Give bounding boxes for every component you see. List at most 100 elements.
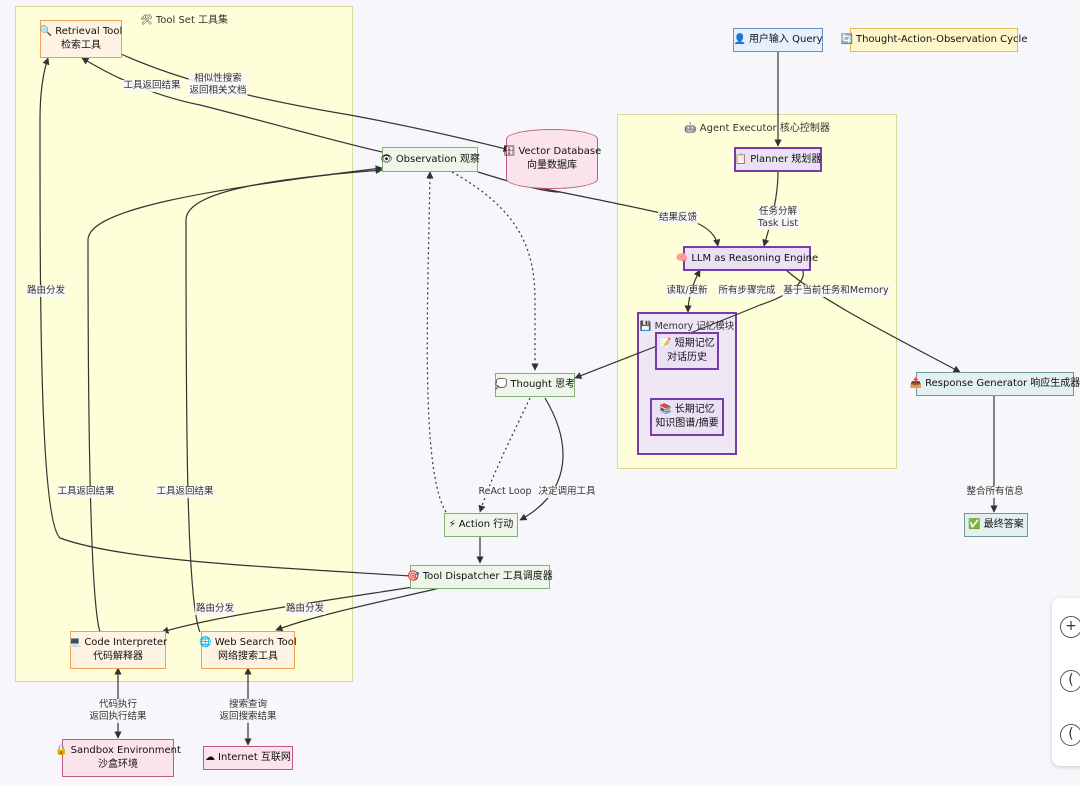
- node-tool-dispatcher[interactable]: 🎯Tool Dispatcher 工具调度器: [407, 565, 553, 589]
- edge-label-integrate: 整合所有信息: [965, 486, 1025, 498]
- shortmem-line2: 对话历史: [667, 352, 707, 363]
- edge-action-observation: [426, 171, 447, 513]
- eye-icon: 👁: [380, 153, 393, 165]
- edge-label-result-feedback: 结果反馈: [657, 212, 699, 224]
- zoom-controls: + ( (: [1052, 598, 1080, 766]
- user-icon: 👤: [733, 34, 746, 45]
- observation-label: Observation 观察: [395, 153, 480, 165]
- query-label: 用户输入 Query: [748, 34, 823, 45]
- shortmem-line1: 短期记忆: [674, 338, 715, 349]
- clipboard-icon: 📋: [734, 153, 748, 165]
- edge-label-tool-return-3: 工具返回结果: [155, 486, 215, 498]
- node-web-search-tool[interactable]: 🌐Web Search Tool 网络搜索工具: [199, 631, 297, 669]
- edge-dispatcher-websearch: [275, 587, 441, 632]
- dispatcher-label: Tool Dispatcher 工具调度器: [422, 571, 553, 582]
- robot-icon: 🤖: [684, 123, 697, 134]
- zoom-in-button[interactable]: +: [1060, 616, 1080, 638]
- edge-code-observation: [87, 165, 383, 633]
- edge-dispatcher-retrieval: [39, 57, 411, 577]
- edge-label-read-update: 读取/更新: [665, 285, 709, 297]
- subgraph-memory-title: Memory 记忆模块: [654, 321, 735, 332]
- node-sandbox[interactable]: 🔒Sandbox Environment 沙盒环境: [55, 739, 181, 777]
- edge-label-code-exec: 代码执行 返回执行结果: [88, 699, 148, 723]
- sandbox-line2: 沙盒环境: [98, 759, 138, 770]
- edge-label-decide-tool: 决定调用工具: [537, 486, 597, 498]
- vectordb-line2: 向量数据库: [527, 160, 577, 171]
- node-llm-engine[interactable]: 🧠LLM as Reasoning Engine: [676, 246, 818, 271]
- thought-bubble-icon: 💭: [494, 379, 508, 390]
- node-action[interactable]: ⚡Action 行动: [444, 513, 518, 537]
- cycle-icon: 🔄: [840, 34, 853, 45]
- edge-thought-action-decide: [519, 397, 564, 521]
- retrieval-line1: Retrieval Tool: [55, 26, 123, 37]
- books-icon: 📚: [659, 404, 672, 415]
- edge-llm-thought: [574, 257, 804, 379]
- edge-dispatcher-code: [161, 585, 421, 634]
- laptop-icon: 💻: [68, 637, 82, 648]
- edge-websearch-observation: [185, 166, 383, 633]
- node-internet[interactable]: ☁Internet 互联网: [203, 746, 293, 770]
- edge-label-similarity: 相似性搜索 返回相关文档: [188, 73, 248, 97]
- edge-observation-retrieval: [81, 57, 383, 153]
- subgraph-tool-set-title: Tool Set 工具集: [155, 15, 229, 26]
- target-icon: 🎯: [407, 571, 420, 582]
- globe-icon: 🌐: [199, 637, 212, 648]
- llm-label: LLM as Reasoning Engine: [691, 252, 819, 264]
- edge-label-all-done: 所有步骤完成: [717, 285, 777, 297]
- edge-label-tool-return-1: 工具返回结果: [122, 80, 182, 92]
- node-user-query[interactable]: 👤用户输入 Query: [733, 28, 823, 52]
- edge-observation-thought: [451, 171, 539, 371]
- magnifier-icon: 🔍: [39, 26, 53, 37]
- node-response-generator[interactable]: 📤Response Generator 响应生成器: [910, 372, 1080, 396]
- edge-thought-action-loop: [478, 397, 531, 513]
- planner-label: Planner 规划器: [750, 153, 822, 165]
- subgraph-agent-executor-title: Agent Executor 核心控制器: [699, 123, 830, 134]
- node-cycle-legend[interactable]: 🔄Thought-Action-Observation Cycle: [841, 28, 1027, 52]
- node-vector-database[interactable]: 🗄Vector Database 向量数据库: [502, 129, 602, 189]
- edge-label-task-split: 任务分解 Task List: [756, 206, 800, 230]
- edge-label-tool-return-2: 工具返回结果: [56, 486, 116, 498]
- longmem-line2: 知识图谱/摘要: [655, 418, 719, 429]
- edge-label-react-loop: ReAct Loop: [477, 486, 533, 498]
- node-thought[interactable]: 💭Thought 思考: [495, 373, 575, 397]
- node-planner[interactable]: 📋Planner 规划器: [734, 147, 822, 172]
- edge-label-route-1: 路由分发: [25, 285, 67, 297]
- websearch-line2: 网络搜索工具: [218, 651, 278, 662]
- longmem-line1: 长期记忆: [674, 404, 715, 415]
- cycle-label: Thought-Action-Observation Cycle: [855, 34, 1028, 45]
- node-code-interpreter[interactable]: 💻Code Interpreter 代码解释器: [68, 631, 168, 669]
- edge-label-route-2: 路由分发: [194, 603, 236, 615]
- node-long-term-memory[interactable]: 📚长期记忆 知识图谱/摘要: [650, 398, 724, 436]
- thought-label: Thought 思考: [510, 379, 576, 390]
- wrench-icon: 🛠: [139, 15, 153, 26]
- sandbox-line1: Sandbox Environment: [70, 745, 181, 756]
- database-icon: 🗄: [502, 146, 516, 157]
- edge-retrieval-vectordb: [99, 43, 511, 152]
- node-final-answer[interactable]: ✅最终答案: [964, 513, 1028, 537]
- code-line2: 代码解释器: [93, 651, 143, 662]
- zoom-out-button[interactable]: (: [1060, 724, 1080, 746]
- outbox-icon: 📤: [909, 378, 923, 389]
- lock-icon: 🔒: [55, 745, 68, 756]
- memo-icon: 📝: [659, 338, 672, 349]
- node-short-term-memory[interactable]: 📝短期记忆 对话历史: [655, 332, 719, 370]
- code-line1: Code Interpreter: [84, 637, 168, 648]
- edge-label-based-on: 基于当前任务和Memory: [782, 285, 890, 297]
- fit-view-button[interactable]: (: [1060, 670, 1080, 692]
- lightning-icon: ⚡: [448, 519, 456, 530]
- floppy-icon: 💾: [639, 321, 652, 332]
- check-icon: ✅: [968, 519, 981, 530]
- internet-label: Internet 互联网: [218, 752, 291, 763]
- vectordb-line1: Vector Database: [518, 146, 602, 157]
- websearch-line1: Web Search Tool: [214, 637, 297, 648]
- edge-label-search-query: 搜索查询 返回搜索结果: [218, 699, 278, 723]
- response-label: Response Generator 响应生成器: [925, 378, 1080, 389]
- node-observation[interactable]: 👁Observation 观察: [380, 147, 480, 172]
- edge-label-route-3: 路由分发: [284, 603, 326, 615]
- node-retrieval-tool[interactable]: 🔍Retrieval Tool 检索工具: [40, 20, 122, 58]
- action-label: Action 行动: [458, 519, 514, 530]
- brain-icon: 🧠: [675, 252, 689, 264]
- answer-label: 最终答案: [983, 519, 1024, 530]
